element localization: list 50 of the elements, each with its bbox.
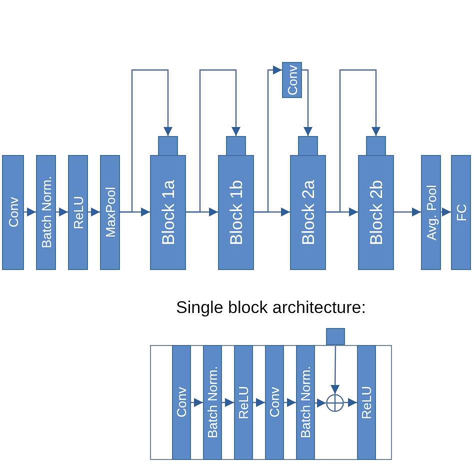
arrow — [88, 208, 100, 216]
arrow — [186, 69, 240, 213]
layer-bar — [68, 155, 88, 270]
layer-label: Block 1a — [160, 180, 176, 246]
layer-bar — [100, 155, 120, 270]
layer-bar — [421, 155, 441, 270]
layer-label: Block 1b — [228, 180, 244, 246]
arrow — [222, 398, 234, 407]
layer-label: Conv — [286, 64, 298, 96]
layer-label: ReLU — [360, 386, 373, 420]
arrow — [120, 69, 172, 213]
layer-label: MaxPool — [104, 187, 116, 238]
arrow — [441, 208, 451, 216]
sum-circle — [326, 394, 344, 412]
section-title: Single block architecture: — [175, 298, 367, 318]
arrow — [344, 398, 357, 407]
layer-bar — [36, 155, 56, 270]
arrow — [56, 208, 68, 216]
input-box — [326, 328, 345, 345]
layer-bar — [265, 345, 284, 460]
layer-bar — [172, 345, 191, 460]
layer-label: FC — [454, 204, 468, 222]
layer-bar — [451, 155, 471, 270]
arrow — [253, 398, 265, 407]
layer-label: Conv — [268, 387, 281, 418]
arrow — [254, 66, 282, 213]
layer-label: Block 2b — [368, 180, 384, 246]
layer-bar — [282, 62, 302, 98]
layer-label: Batch Norm. — [299, 366, 312, 439]
arrow — [394, 208, 421, 216]
arrow — [24, 208, 36, 216]
layer-bar — [234, 345, 253, 460]
layer-label: Batch Norm. — [206, 366, 219, 439]
layer-label: Batch Norm. — [40, 176, 52, 249]
layer-label: Conv — [6, 197, 20, 228]
layer-bar — [357, 345, 376, 460]
arrow — [302, 69, 312, 136]
layer-label: Conv — [175, 387, 188, 418]
arrow — [326, 69, 380, 213]
layer-label: ReLU — [72, 196, 84, 230]
arrow — [284, 398, 296, 407]
layer-bar — [203, 345, 222, 460]
layer-bar — [2, 155, 24, 270]
layer-label: Block 2a — [300, 180, 316, 246]
arrow — [315, 398, 326, 408]
arrow — [330, 345, 340, 394]
layer-label: ReLU — [237, 386, 250, 420]
layer-bar — [296, 345, 315, 460]
arrow — [191, 398, 203, 407]
layer-label: Avg. Pool — [424, 184, 438, 240]
